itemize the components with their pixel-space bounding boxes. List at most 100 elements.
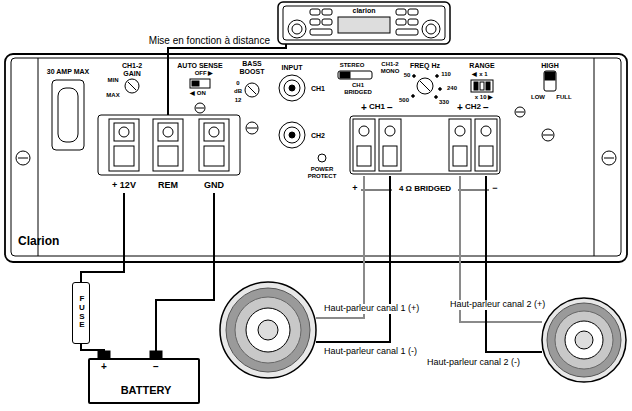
amplifier-housing xyxy=(5,54,627,262)
mount-screw xyxy=(16,151,30,165)
unit-label: dB xyxy=(234,88,242,95)
ground-terminal: GND xyxy=(194,115,234,193)
switch-position: STEREO xyxy=(340,62,365,69)
fuse: FUSE xyxy=(72,282,90,344)
speaker-terminal-block xyxy=(385,126,395,136)
power-terminal-block xyxy=(158,123,178,141)
mount-screw xyxy=(515,107,525,117)
scale-mark: 240 xyxy=(447,85,457,92)
mount-screw xyxy=(543,135,553,136)
controls xyxy=(417,78,433,94)
controls xyxy=(125,79,139,93)
speaker-terminal-block xyxy=(353,119,375,171)
node-text: Clarion xyxy=(18,235,59,248)
controls xyxy=(338,71,372,79)
wire xyxy=(486,176,542,352)
polarity-mark: − xyxy=(153,361,159,372)
bridged-bracket xyxy=(458,190,489,191)
remote-terminal: REM xyxy=(148,115,188,193)
controls xyxy=(413,75,416,78)
speaker xyxy=(226,288,310,372)
speaker xyxy=(258,320,278,340)
controls xyxy=(340,72,350,78)
wire xyxy=(81,193,124,282)
polarity-mark: + xyxy=(101,361,107,372)
head-unit xyxy=(396,19,406,25)
indicator-label: POWER PROTECT xyxy=(302,166,342,179)
controls xyxy=(412,95,415,98)
head-unit xyxy=(396,9,406,15)
switch-position: CH1-2 MONO xyxy=(376,61,404,74)
power-terminal: + 12V xyxy=(104,115,144,193)
head-unit: clarion xyxy=(278,2,450,44)
wire xyxy=(156,193,214,358)
connector-label: INPUT xyxy=(282,64,303,72)
node-text: − xyxy=(387,102,393,113)
mount-screw xyxy=(516,112,524,113)
speaker-terminal-block xyxy=(475,119,497,171)
controls xyxy=(544,71,556,91)
fuse-rating: 30 AMP MAX xyxy=(47,68,89,76)
rca-input xyxy=(318,154,326,162)
node-text: + xyxy=(457,102,463,113)
head-unit xyxy=(338,17,390,33)
mount-screw xyxy=(602,151,616,165)
control-label: GAIN xyxy=(123,70,141,78)
controls xyxy=(480,82,484,90)
node-text: Haut-parleur canal 1 (+) xyxy=(322,304,421,314)
speaker xyxy=(246,308,290,352)
switch-position: FULL xyxy=(556,94,571,101)
controls xyxy=(435,96,438,99)
controls xyxy=(439,88,442,91)
speaker-terminal-block xyxy=(383,146,397,166)
speaker-terminal-block xyxy=(449,119,471,171)
head-unit xyxy=(288,20,306,38)
speaker xyxy=(547,303,621,377)
power-terminal-block xyxy=(199,119,229,171)
amplifier-housing xyxy=(5,54,627,262)
scale-mark: 110 xyxy=(441,71,451,78)
power-terminal-block xyxy=(114,146,134,166)
rca-input xyxy=(279,122,305,148)
node-text: CH1 xyxy=(369,103,385,112)
scale-mark: 50 xyxy=(404,72,411,79)
switch-label: AUTO SENSE xyxy=(177,62,222,70)
speaker xyxy=(542,298,626,382)
head-unit xyxy=(422,20,440,38)
speaker: Haut-parleur canal 2 (+)Haut-parleur can… xyxy=(542,298,626,382)
scale-mark: 500 xyxy=(399,97,409,104)
bridged-label: 4 Ω BRIDGED xyxy=(397,185,453,194)
switch-position: OFF ▶ xyxy=(195,70,214,77)
controls xyxy=(486,82,490,90)
switch-position: ◀ ON xyxy=(190,90,206,97)
rca-input xyxy=(289,85,295,91)
switch-label: RANGE xyxy=(469,62,494,70)
speaker-terminal-block xyxy=(379,119,401,171)
head-unit xyxy=(408,19,418,25)
scale-mark: 0 xyxy=(236,80,239,87)
amplifier-housing xyxy=(11,58,621,256)
controls xyxy=(190,79,210,88)
controls xyxy=(474,82,478,90)
wire xyxy=(168,44,286,115)
controls xyxy=(420,81,430,91)
controls xyxy=(245,83,259,97)
mount-screw xyxy=(542,129,554,141)
power-terminal-block xyxy=(204,123,224,141)
mount-screw xyxy=(18,158,28,159)
mount-screw xyxy=(247,128,257,129)
fuse-holder xyxy=(58,88,78,142)
speaker-terminal-block xyxy=(479,146,493,166)
bridged-bracket xyxy=(361,190,392,191)
node-text: Haut-parleur canal 2 (-) xyxy=(425,358,522,368)
control-label: BASS BOOST xyxy=(236,60,268,75)
power-terminal-block xyxy=(163,127,173,137)
mount-screw xyxy=(195,103,205,113)
power-terminal-block xyxy=(114,123,134,141)
head-unit xyxy=(278,2,450,44)
channel-label: CH1 xyxy=(311,85,325,93)
head-unit xyxy=(408,9,418,15)
node-text: CH2 xyxy=(465,103,481,112)
power-terminal-block xyxy=(98,115,240,175)
switch-position: x 10 ▶ xyxy=(475,94,493,101)
